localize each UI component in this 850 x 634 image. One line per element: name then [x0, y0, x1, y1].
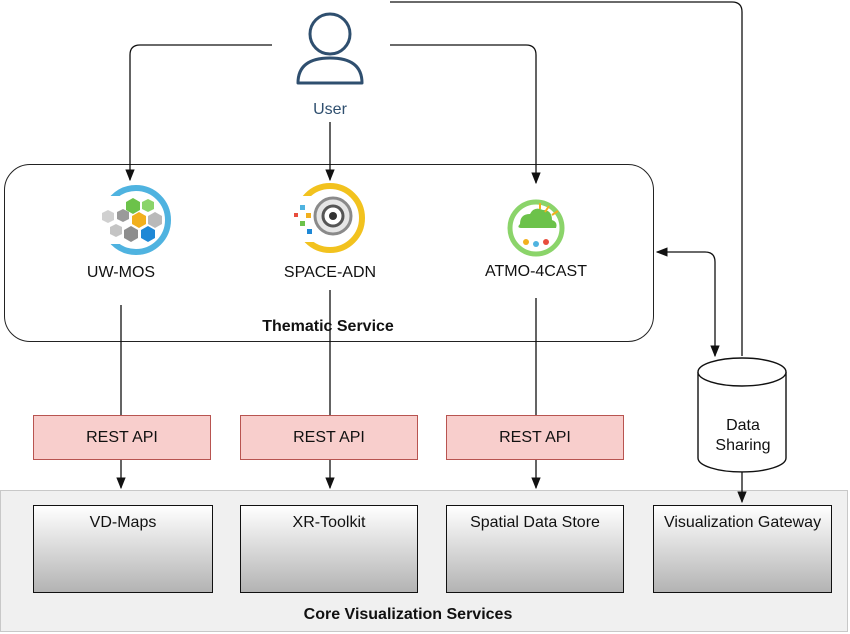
space-adn-label: SPACE-ADN [283, 264, 377, 281]
service-label: Visualization Gateway [663, 514, 822, 531]
service-label: XR-Toolkit [292, 514, 366, 531]
user-label: User [313, 101, 347, 118]
data-sharing-cylinder [697, 357, 787, 473]
rest-api-box-uw-mos: REST API [33, 415, 211, 460]
thematic-service-container [4, 164, 654, 342]
rest-api-box-space-adn: REST API [240, 415, 418, 460]
service-label: VD-Maps [89, 514, 157, 531]
rest-api-label: REST API [499, 428, 571, 446]
user-to-atmo-4cast-arrow [390, 44, 541, 185]
data-sharing-line1: Data [726, 417, 760, 434]
core-visualization-services-title: Core Visualization Services [303, 606, 513, 623]
user-to-data-sharing-line [390, 1, 743, 356]
service-spatial-data-store: Spatial Data Store [446, 505, 624, 593]
rest-api-label: REST API [293, 428, 365, 446]
thematic-data-sharing-bidirectional-arrow [655, 247, 720, 358]
user-icon [296, 12, 364, 85]
user-to-uw-mos-arrow [125, 44, 272, 182]
service-label: Spatial Data Store [470, 514, 600, 531]
space-adn-logo-icon [292, 183, 365, 253]
thematic-service-title: Thematic Service [262, 318, 394, 335]
uw-mos-logo-icon [96, 185, 171, 255]
atmo-4cast-logo-icon [507, 199, 565, 257]
service-xr-toolkit: XR-Toolkit [240, 505, 418, 593]
data-sharing-line2: Sharing [715, 437, 771, 454]
rest-api-box-atmo-4cast: REST API [446, 415, 624, 460]
rest-api-label: REST API [86, 428, 158, 446]
service-visualization-gateway: Visualization Gateway [653, 505, 832, 593]
atmo-4cast-label: ATMO-4CAST [485, 263, 587, 280]
service-vd-maps: VD-Maps [33, 505, 213, 593]
data-sharing-label: Data Sharing [698, 416, 788, 456]
uw-mos-label: UW-MOS [86, 264, 156, 281]
